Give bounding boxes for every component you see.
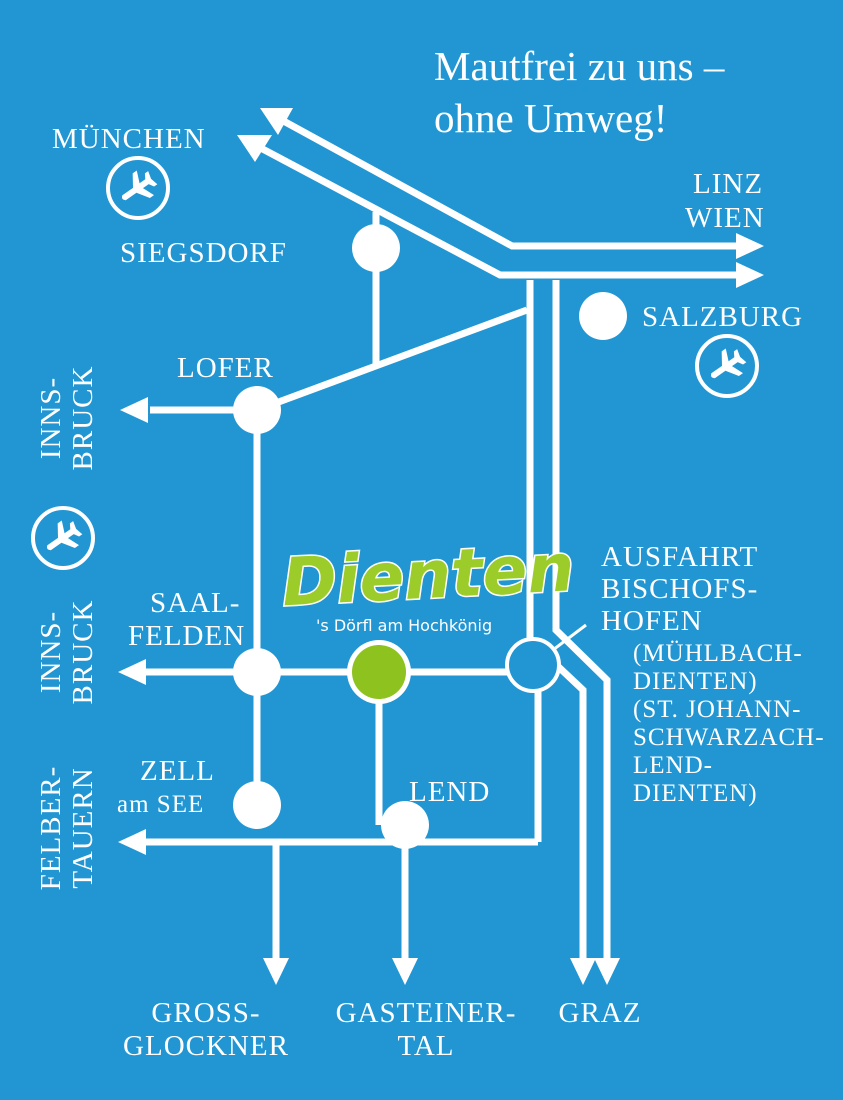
label-via-3: (ST. JOHANN- — [633, 696, 801, 723]
label-via-1: (MÜHLBACH- — [633, 640, 803, 667]
label-grossglockner-2: GLOCKNER — [123, 1030, 289, 1062]
arrow-innsbruck-mid — [118, 659, 146, 685]
node-saalfelden — [233, 648, 281, 696]
svg-text:FELBER-: FELBER- — [35, 766, 67, 891]
node-dienten — [352, 645, 406, 699]
logo-subtitle: 's Dörfl am Hochkönig — [316, 616, 492, 635]
label-muenchen: MÜNCHEN — [52, 123, 206, 155]
road-lofer-salzburg — [255, 306, 529, 414]
label-gasteinertal-1: GASTEINER- — [336, 997, 517, 1029]
arrow-gasteinertal — [392, 958, 418, 985]
tagline-line-1: Mautfrei zu uns – — [434, 43, 725, 89]
tagline-line-2: ohne Umweg! — [434, 95, 667, 141]
road-muenchen-wien — [276, 114, 738, 250]
arrow-wien — [736, 233, 764, 259]
label-graz: GRAZ — [559, 997, 642, 1029]
label-gasteinertal-2: TAL — [397, 1030, 454, 1062]
arrow-graz-1 — [570, 958, 596, 985]
arrow-linz — [736, 262, 764, 288]
arrow-innsbruck-top — [120, 397, 148, 423]
label-ausfahrt-1: AUSFAHRT — [601, 541, 758, 573]
label-siegsdorf: SIEGSDORF — [120, 237, 287, 269]
label-via-6: DIENTEN) — [633, 780, 758, 807]
label-saalfelden-2: FELDEN — [128, 620, 245, 652]
label-salzburg: SALZBURG — [642, 301, 803, 333]
airplane-icon — [31, 506, 95, 570]
svg-text:BRUCK: BRUCK — [67, 600, 99, 705]
svg-text:INNS-: INNS- — [35, 377, 67, 459]
airplane-icon — [695, 334, 759, 398]
label-zell-2: am SEE — [117, 791, 204, 818]
label-zell-1: ZELL — [140, 755, 215, 787]
label-saalfelden-1: SAAL- — [150, 587, 240, 619]
arrow-graz-2 — [594, 958, 620, 985]
node-salzburg — [579, 292, 627, 340]
label-lend: LEND — [409, 776, 490, 808]
svg-text:BRUCK: BRUCK — [67, 366, 99, 471]
label-ausfahrt-3: HOFEN — [601, 605, 703, 637]
label-wien: WIEN — [685, 202, 765, 234]
svg-text:INNS-: INNS- — [35, 611, 67, 693]
node-ausfahrt-bischofshofen — [505, 637, 561, 693]
label-ausfahrt-2: BISCHOFS- — [601, 573, 758, 605]
label-grossglockner-1: GROSS- — [151, 997, 260, 1029]
node-zell-am-see — [233, 781, 281, 829]
label-felbertauern: FELBER- TAUERN — [35, 766, 99, 891]
arrow-felbertauern — [118, 829, 146, 855]
label-innsbruck-mid: INNS- BRUCK — [35, 600, 99, 705]
label-via-2: DIENTEN) — [633, 668, 758, 695]
airplane-icon — [106, 156, 170, 220]
dienten-logo: Dienten 's Dörfl am Hochkönig — [278, 528, 577, 635]
node-lofer — [233, 386, 281, 434]
label-via-4: SCHWARZACH- — [633, 724, 825, 751]
label-via-5: LEND- — [633, 752, 713, 779]
arrowheads — [118, 108, 764, 985]
svg-text:TAUERN: TAUERN — [67, 767, 99, 888]
arrow-grossglockner — [263, 958, 289, 985]
road-muenchen-linz — [253, 141, 738, 279]
node-lend — [381, 801, 429, 849]
node-siegsdorf — [352, 224, 400, 272]
arrow-muenchen-2 — [237, 135, 272, 162]
arrow-muenchen-1 — [260, 108, 293, 135]
label-linz: LINZ — [693, 168, 763, 200]
label-innsbruck-top: INNS- BRUCK — [35, 366, 99, 471]
road-tauern-east — [552, 280, 611, 962]
label-lofer: LOFER — [177, 352, 274, 384]
logo-wordmark: Dienten — [280, 529, 576, 621]
